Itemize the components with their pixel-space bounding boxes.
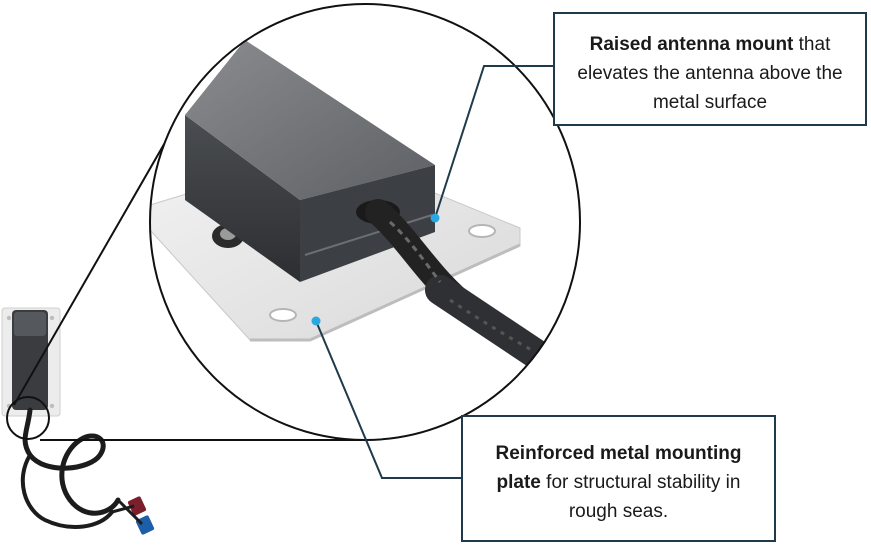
overview-connector-blue bbox=[135, 515, 155, 535]
callout-antenna-text: that elevates the antenna above the meta… bbox=[577, 34, 843, 113]
zoom-detail bbox=[149, 3, 581, 441]
marker-dot-antenna bbox=[430, 213, 440, 223]
overview-zoom-source-circle bbox=[6, 396, 50, 440]
leader-line-plate bbox=[315, 320, 461, 479]
zoomed-plate-hole bbox=[468, 224, 496, 238]
callout-reinforced-mounting-plate: Reinforced metal mounting plate for stru… bbox=[461, 415, 776, 542]
zoomed-housing-side bbox=[185, 115, 300, 282]
overview-connector-red bbox=[127, 496, 147, 516]
overview-plate-hole bbox=[6, 315, 12, 321]
zoomed-plate-hole bbox=[269, 308, 297, 322]
callout-raised-antenna-mount: Raised antenna mount that elevates the a… bbox=[553, 12, 867, 126]
callout-plate-text: for structural stability in rough seas. bbox=[540, 472, 741, 522]
overview-plate-hole bbox=[49, 403, 55, 409]
zoomed-housing-top bbox=[185, 40, 435, 200]
zoomed-housing-front bbox=[300, 165, 435, 282]
zoom-connector-line-top bbox=[13, 105, 187, 406]
marker-dot-plate bbox=[311, 316, 321, 326]
leader-line-antenna bbox=[434, 65, 553, 219]
overview-plate-hole bbox=[49, 315, 55, 321]
product-overview bbox=[1, 307, 155, 535]
callout-plate-title: Reinforced metal mounting plate bbox=[495, 443, 742, 493]
overview-cable bbox=[22, 407, 121, 516]
callout-antenna-title: Raised antenna mount bbox=[589, 34, 794, 55]
